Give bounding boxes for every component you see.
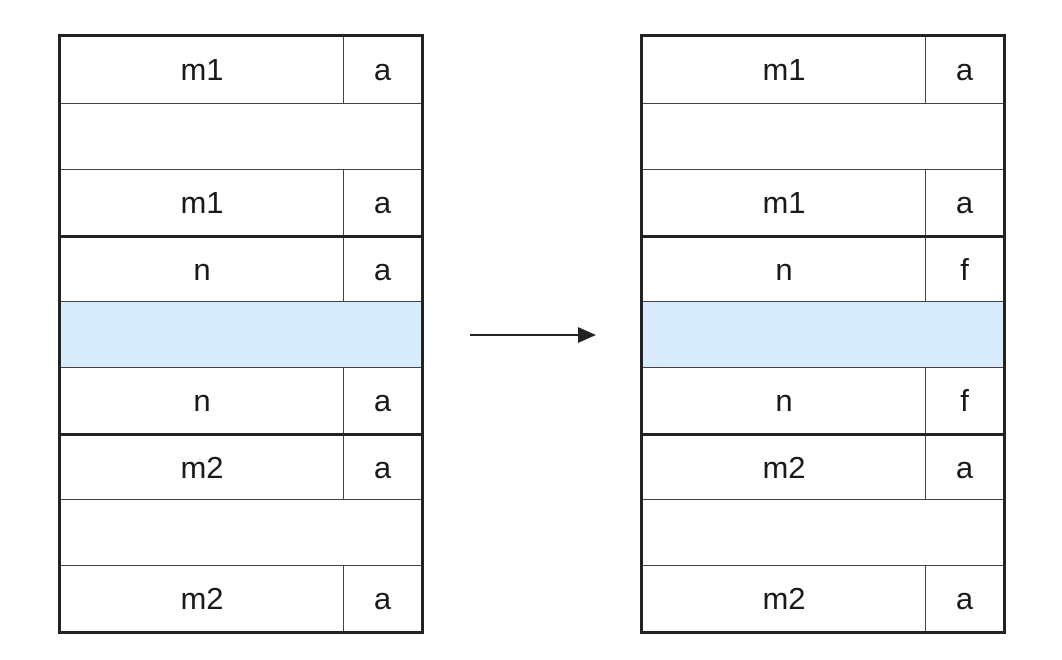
row-3: m1 a: [643, 169, 1003, 235]
row-1: m1 a: [61, 37, 421, 103]
row-name: [643, 104, 925, 169]
row-name: m2: [180, 580, 224, 616]
row-5-highlighted: [61, 301, 421, 367]
row-name: m1: [762, 52, 806, 87]
row-9: m2 a: [61, 565, 421, 631]
row-flag: a: [925, 37, 1003, 103]
row-flag: a: [925, 436, 1003, 499]
row-name: m1: [762, 184, 806, 220]
row-9: m2 a: [643, 565, 1003, 631]
left-block-table: m1 a m1 a n a n a m2 a m2 a: [58, 34, 424, 634]
row-name: n: [193, 251, 211, 287]
row-name: m1: [180, 52, 224, 87]
row-flag: [925, 104, 1003, 169]
row-flag: a: [925, 566, 1003, 631]
row-flag: a: [925, 170, 1003, 235]
row-flag: [343, 104, 421, 169]
row-name: [643, 302, 925, 367]
row-3: m1 a: [61, 169, 421, 235]
row-8-blank: [61, 499, 421, 565]
row-flag: a: [343, 368, 421, 433]
row-name: m2: [180, 449, 224, 485]
row-flag: a: [343, 170, 421, 235]
row-name: n: [775, 251, 793, 287]
row-flag: [343, 302, 421, 367]
row-flag: a: [343, 37, 421, 103]
row-flag: [925, 302, 1003, 367]
row-name: n: [193, 382, 211, 418]
row-flag: f: [925, 238, 1003, 301]
row-7: m2 a: [643, 433, 1003, 499]
row-5-highlighted: [643, 301, 1003, 367]
row-flag: [343, 500, 421, 565]
row-flag: [925, 500, 1003, 565]
row-4: n f: [643, 235, 1003, 301]
row-name: m2: [762, 449, 806, 485]
row-flag: a: [343, 436, 421, 499]
row-flag: a: [343, 566, 421, 631]
row-2-blank: [61, 103, 421, 169]
right-arrow-icon: [470, 327, 596, 343]
row-flag: a: [343, 238, 421, 301]
row-name: [61, 500, 343, 565]
row-name: [61, 302, 343, 367]
row-6: n f: [643, 367, 1003, 433]
row-4: n a: [61, 235, 421, 301]
row-8-blank: [643, 499, 1003, 565]
row-7: m2 a: [61, 433, 421, 499]
row-flag: f: [925, 368, 1003, 433]
row-2-blank: [643, 103, 1003, 169]
row-6: n a: [61, 367, 421, 433]
row-name: m1: [180, 184, 224, 220]
row-1: m1 a: [643, 37, 1003, 103]
row-name: [61, 104, 343, 169]
row-name: [643, 500, 925, 565]
right-block-table: m1 a m1 a n f n f m2 a m2 a: [640, 34, 1006, 634]
row-name: m2: [762, 580, 806, 616]
row-name: n: [775, 382, 793, 418]
